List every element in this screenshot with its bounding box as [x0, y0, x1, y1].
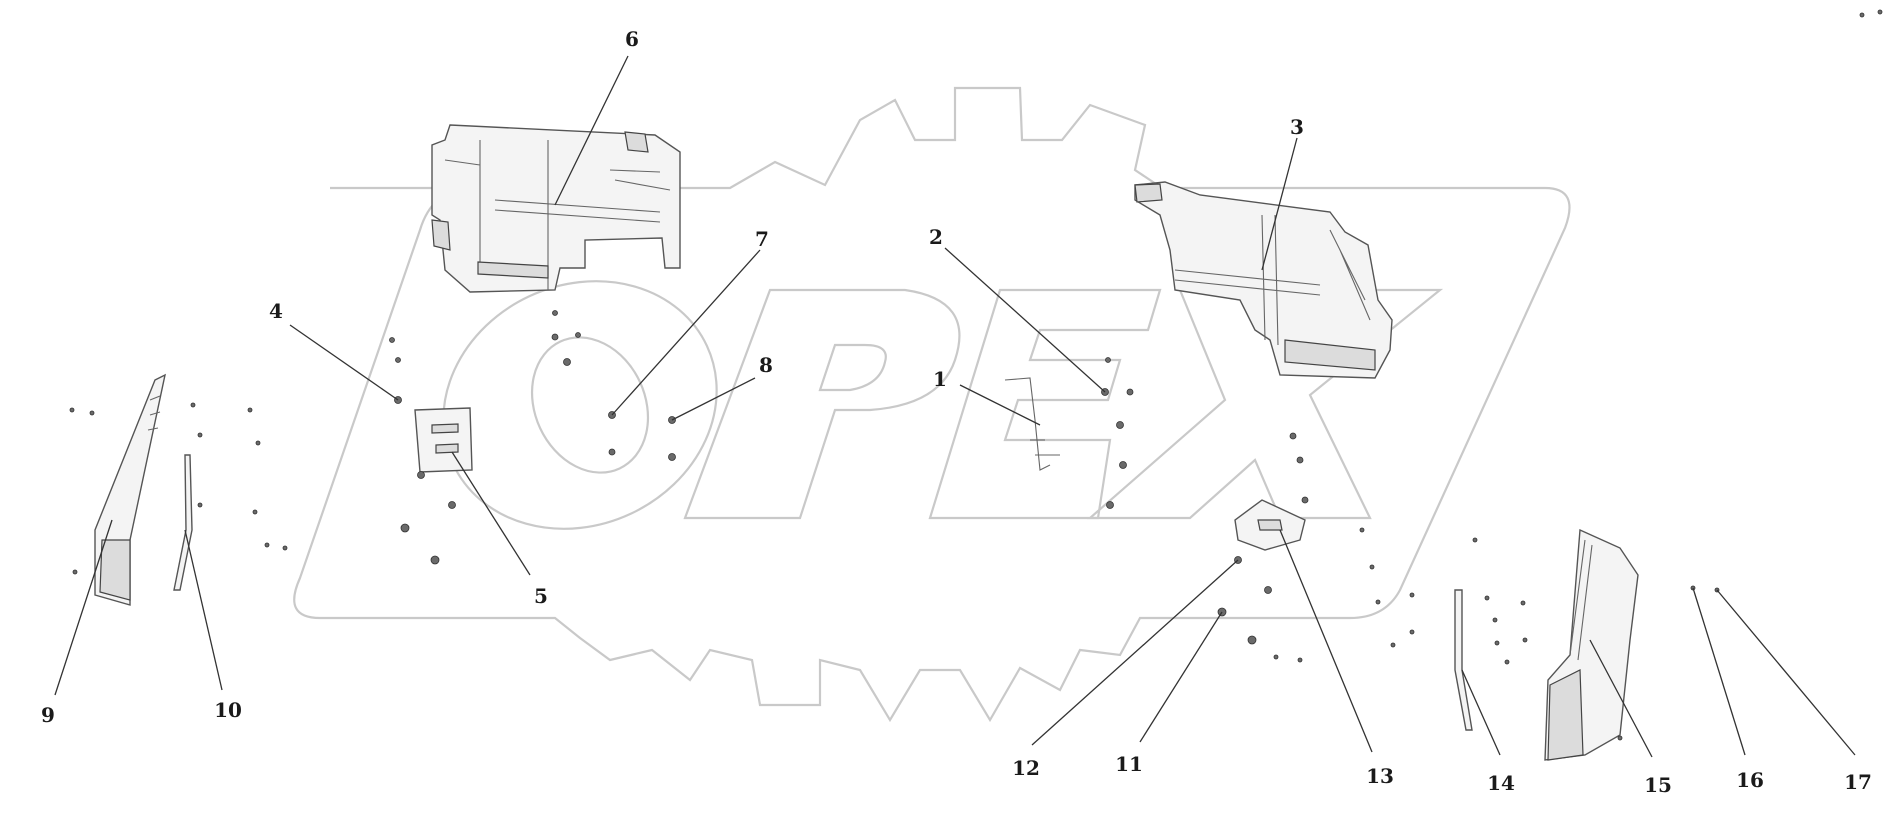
part-10-left-gasket [173, 454, 193, 591]
callout-labels: 1 2 3 4 5 6 7 8 9 10 11 12 13 14 15 16 1… [41, 27, 1872, 797]
part-5-bracket [414, 407, 473, 473]
callout-2: 2 [929, 225, 943, 249]
callout-6: 6 [625, 27, 639, 51]
callout-3: 3 [1290, 115, 1304, 139]
part-15-right-seal [1544, 528, 1639, 761]
part-14-right-gasket [1454, 589, 1473, 731]
callout-9: 9 [41, 703, 55, 727]
callout-7: 7 [755, 227, 769, 251]
fasteners [69, 9, 1883, 741]
callout-11: 11 [1115, 752, 1143, 776]
callout-13: 13 [1366, 764, 1394, 788]
callout-10: 10 [214, 698, 242, 722]
part-9-left-seal [94, 373, 166, 606]
callout-14: 14 [1487, 771, 1515, 795]
watermark-letter-e [928, 288, 1162, 520]
callout-17: 17 [1844, 770, 1872, 794]
callout-12: 12 [1012, 756, 1040, 780]
callout-16: 16 [1736, 768, 1764, 792]
leader-lines [54, 55, 1856, 758]
callout-15: 15 [1644, 773, 1672, 797]
part-13-bracket [1234, 499, 1306, 551]
callout-5: 5 [534, 584, 548, 608]
callout-4: 4 [269, 299, 283, 323]
part-3-right-duct [1134, 181, 1393, 379]
watermark-letter-p [683, 288, 961, 520]
watermark-letter-o-outer [442, 280, 718, 530]
callout-1: 1 [933, 367, 947, 391]
part-6-left-duct [431, 124, 681, 293]
watermark-gear-outline [293, 86, 1571, 723]
watermark-letter-o-inner [530, 336, 650, 474]
part-1-small-bracket [1004, 377, 1060, 471]
callout-8: 8 [759, 353, 773, 377]
